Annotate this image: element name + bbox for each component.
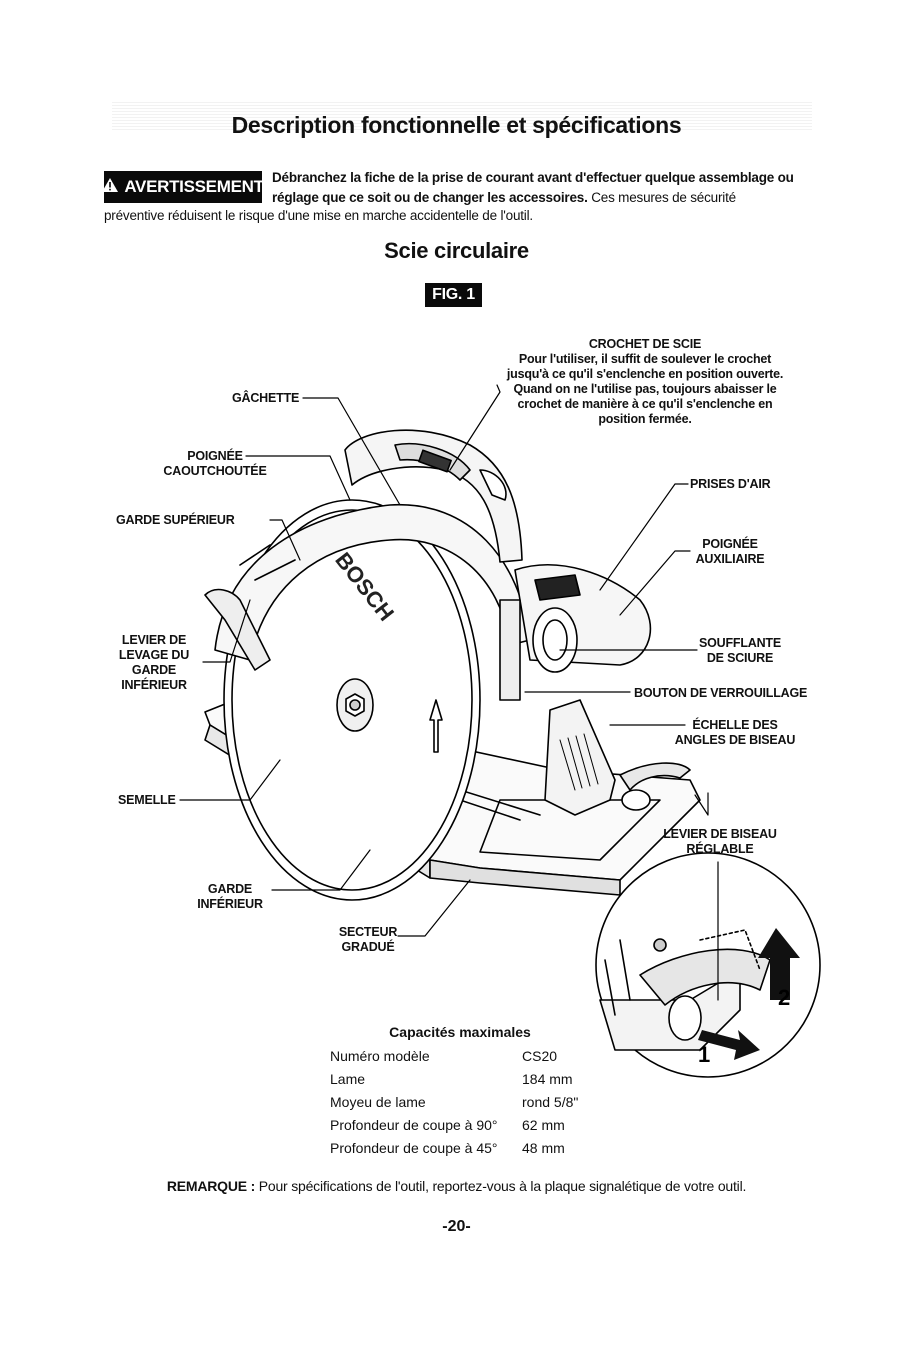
remark-text: Pour spécifications de l'outil, reportez…	[258, 1178, 747, 1194]
warning-bold-text: Débranchez la fiche de la prise de coura…	[272, 170, 794, 205]
spec-value: rond 5/8"	[522, 1094, 579, 1110]
echelle-line-1: ÉCHELLE DES	[692, 718, 778, 732]
saw-blade	[223, 499, 481, 901]
crochet-line-3: Quand on ne l'utilise pas, toujours abai…	[513, 382, 777, 396]
warning-rest-line2: préventive réduisent le risque d'une mis…	[104, 208, 533, 223]
label-levier-garde-inferieur: LEVIER DE LEVAGE DU GARDE INFÉRIEUR	[112, 633, 196, 693]
poignee-caout-line-2: CAOUTCHOUTÉE	[163, 464, 267, 478]
page-number: -20-	[442, 1218, 471, 1235]
saw-handle	[344, 429, 523, 563]
soufflante-line-1: SOUFFLANTE	[698, 636, 782, 650]
spec-value: CS20	[522, 1048, 558, 1064]
inset-arrow-1-icon	[698, 1030, 760, 1060]
poignee-caout-line-1: POIGNÉE	[187, 449, 243, 463]
label-soufflante-sciure: SOUFFLANTE DE SCIURE	[690, 636, 790, 666]
secteur-line-1: SECTEUR	[338, 925, 398, 939]
crochet-line-1: Pour l'utiliser, il suffit de soulever l…	[518, 352, 772, 366]
label-semelle: SEMELLE	[118, 793, 176, 807]
levier-line-4: INFÉRIEUR	[121, 678, 187, 692]
label-echelle-biseau: ÉCHELLE DES ANGLES DE BISEAU	[670, 718, 800, 748]
spec-label: Profondeur de coupe à 90°	[330, 1117, 498, 1133]
inset-arrow-2-icon	[758, 928, 800, 1000]
bevel-scale	[544, 699, 691, 816]
figure-badge: FIG. 1	[425, 283, 482, 307]
crochet-line-5: position fermée.	[598, 412, 692, 426]
spec-row: Profondeur de coupe à 90° 62 mm	[0, 1114, 913, 1137]
remark-label: REMARQUE :	[166, 1178, 256, 1194]
levier-line-2: LEVAGE DU	[118, 648, 190, 662]
saw-motor	[499, 564, 652, 701]
label-poignee-caoutchoutee: POIGNÉE CAOUTCHOUTÉE	[160, 449, 270, 479]
spec-row: Moyeu de lame rond 5/8"	[0, 1091, 913, 1114]
label-secteur-gradue: SECTEUR GRADUÉ	[333, 925, 403, 955]
inset-step-1: 1	[698, 1042, 710, 1067]
label-poignee-auxiliaire: POIGNÉE AUXILIAIRE	[685, 537, 775, 567]
spec-row: Lame 184 mm	[0, 1068, 913, 1091]
garde-inf-line-1: GARDE	[207, 882, 253, 896]
bevel-lever-zoom-inset	[595, 852, 821, 1078]
spec-label: Moyeu de lame	[330, 1094, 426, 1110]
levier-line-3: GARDE	[131, 663, 177, 677]
spec-value: 48 mm	[522, 1140, 565, 1156]
crochet-line-4: crochet de manière à ce qu'il s'enclench…	[517, 397, 773, 411]
label-gachette: GÂCHETTE	[232, 391, 300, 405]
callout-lines	[179, 384, 719, 1001]
warning-triangle-icon	[102, 177, 119, 197]
label-garde-superieur: GARDE SUPÉRIEUR	[116, 513, 235, 527]
title-band	[112, 100, 812, 130]
levier-biseau-line-2: RÉGLABLE	[686, 842, 754, 856]
spec-row: Profondeur de coupe à 45° 48 mm	[0, 1137, 913, 1160]
specs-title: Capacités maximales	[389, 1024, 531, 1040]
crochet-line-2: jusqu'à ce qu'il s'enclenche en position…	[506, 367, 784, 381]
levier-biseau-line-1: LEVIER DE BISEAU	[663, 827, 777, 841]
poignee-aux-line-2: AUXILIAIRE	[695, 552, 765, 566]
spec-row: Numéro modèle CS20	[0, 1045, 913, 1068]
soufflante-line-2: DE SCIURE	[706, 651, 774, 665]
warning-text: Débranchez la fiche de la prise de coura…	[272, 168, 812, 208]
spec-label: Profondeur de coupe à 45°	[330, 1140, 498, 1156]
warning-badge: AVERTISSEMENT	[102, 171, 264, 203]
label-crochet-de-scie: CROCHET DE SCIE Pour l'utiliser, il suff…	[470, 337, 820, 427]
label-prises-d-air: PRISES D'AIR	[690, 477, 771, 491]
echelle-line-2: ANGLES DE BISEAU	[674, 733, 796, 747]
garde-inf-line-2: INFÉRIEUR	[197, 897, 263, 911]
section-title: Scie circulaire	[384, 238, 529, 263]
remark: REMARQUE : Pour spécifications de l'outi…	[0, 1178, 913, 1194]
specs-table: Numéro modèle CS20 Lame 184 mm Moyeu de …	[0, 1045, 913, 1165]
crochet-title: CROCHET DE SCIE	[588, 337, 702, 351]
label-levier-biseau: LEVIER DE BISEAU RÉGLABLE	[660, 827, 780, 857]
spec-label: Lame	[330, 1071, 366, 1087]
spec-value: 62 mm	[522, 1117, 565, 1133]
warning-rest-line1: Ces mesures de sécurité	[591, 190, 736, 205]
poignee-aux-line-1: POIGNÉE	[702, 537, 758, 551]
spec-label: Numéro modèle	[330, 1048, 430, 1064]
page-title: Description fonctionnelle et spécificati…	[231, 112, 682, 138]
spec-value: 184 mm	[522, 1071, 573, 1087]
levier-line-1: LEVIER DE	[121, 633, 187, 647]
warning-badge-label: AVERTISSEMENT	[124, 177, 264, 196]
label-bouton-verrouillage: BOUTON DE VERROUILLAGE	[634, 686, 808, 700]
label-garde-inferieur: GARDE INFÉRIEUR	[185, 882, 275, 912]
inset-step-2: 2	[778, 985, 790, 1010]
secteur-line-2: GRADUÉ	[341, 940, 395, 954]
